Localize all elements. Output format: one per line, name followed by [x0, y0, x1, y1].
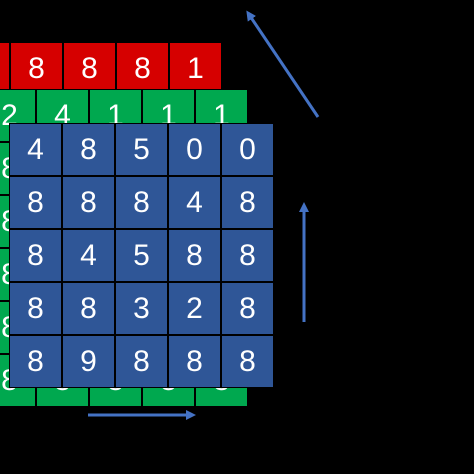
blue-cell: 5 [115, 123, 168, 176]
blue-cell: 8 [9, 176, 62, 229]
blue-cell: 8 [115, 335, 168, 388]
blue-cell: 8 [9, 335, 62, 388]
blue-cell: 3 [115, 282, 168, 335]
blue-cell: 8 [62, 176, 115, 229]
blue-cell: 8 [221, 335, 274, 388]
blue-cell: 8 [62, 123, 115, 176]
blue-cell: 4 [168, 176, 221, 229]
depth-arrow [246, 10, 320, 118]
blue-cell: 8 [221, 229, 274, 282]
red-cell: 8 [116, 42, 169, 95]
blue-cell: 2 [168, 282, 221, 335]
blue-cell: 8 [168, 335, 221, 388]
blue-cell: 0 [168, 123, 221, 176]
blue-cell: 5 [115, 229, 168, 282]
blue-cell: 4 [62, 229, 115, 282]
red-cell: 1 [169, 42, 222, 95]
blue-cell: 8 [221, 282, 274, 335]
blue-cell: 8 [221, 176, 274, 229]
blue-cell: 8 [115, 176, 168, 229]
blue-cell: 8 [9, 282, 62, 335]
blue-cell: 8 [9, 229, 62, 282]
blue-cell: 9 [62, 335, 115, 388]
blue-cell: 0 [221, 123, 274, 176]
blue-cell: 8 [168, 229, 221, 282]
blue-cell: 8 [62, 282, 115, 335]
blue-cell: 4 [9, 123, 62, 176]
